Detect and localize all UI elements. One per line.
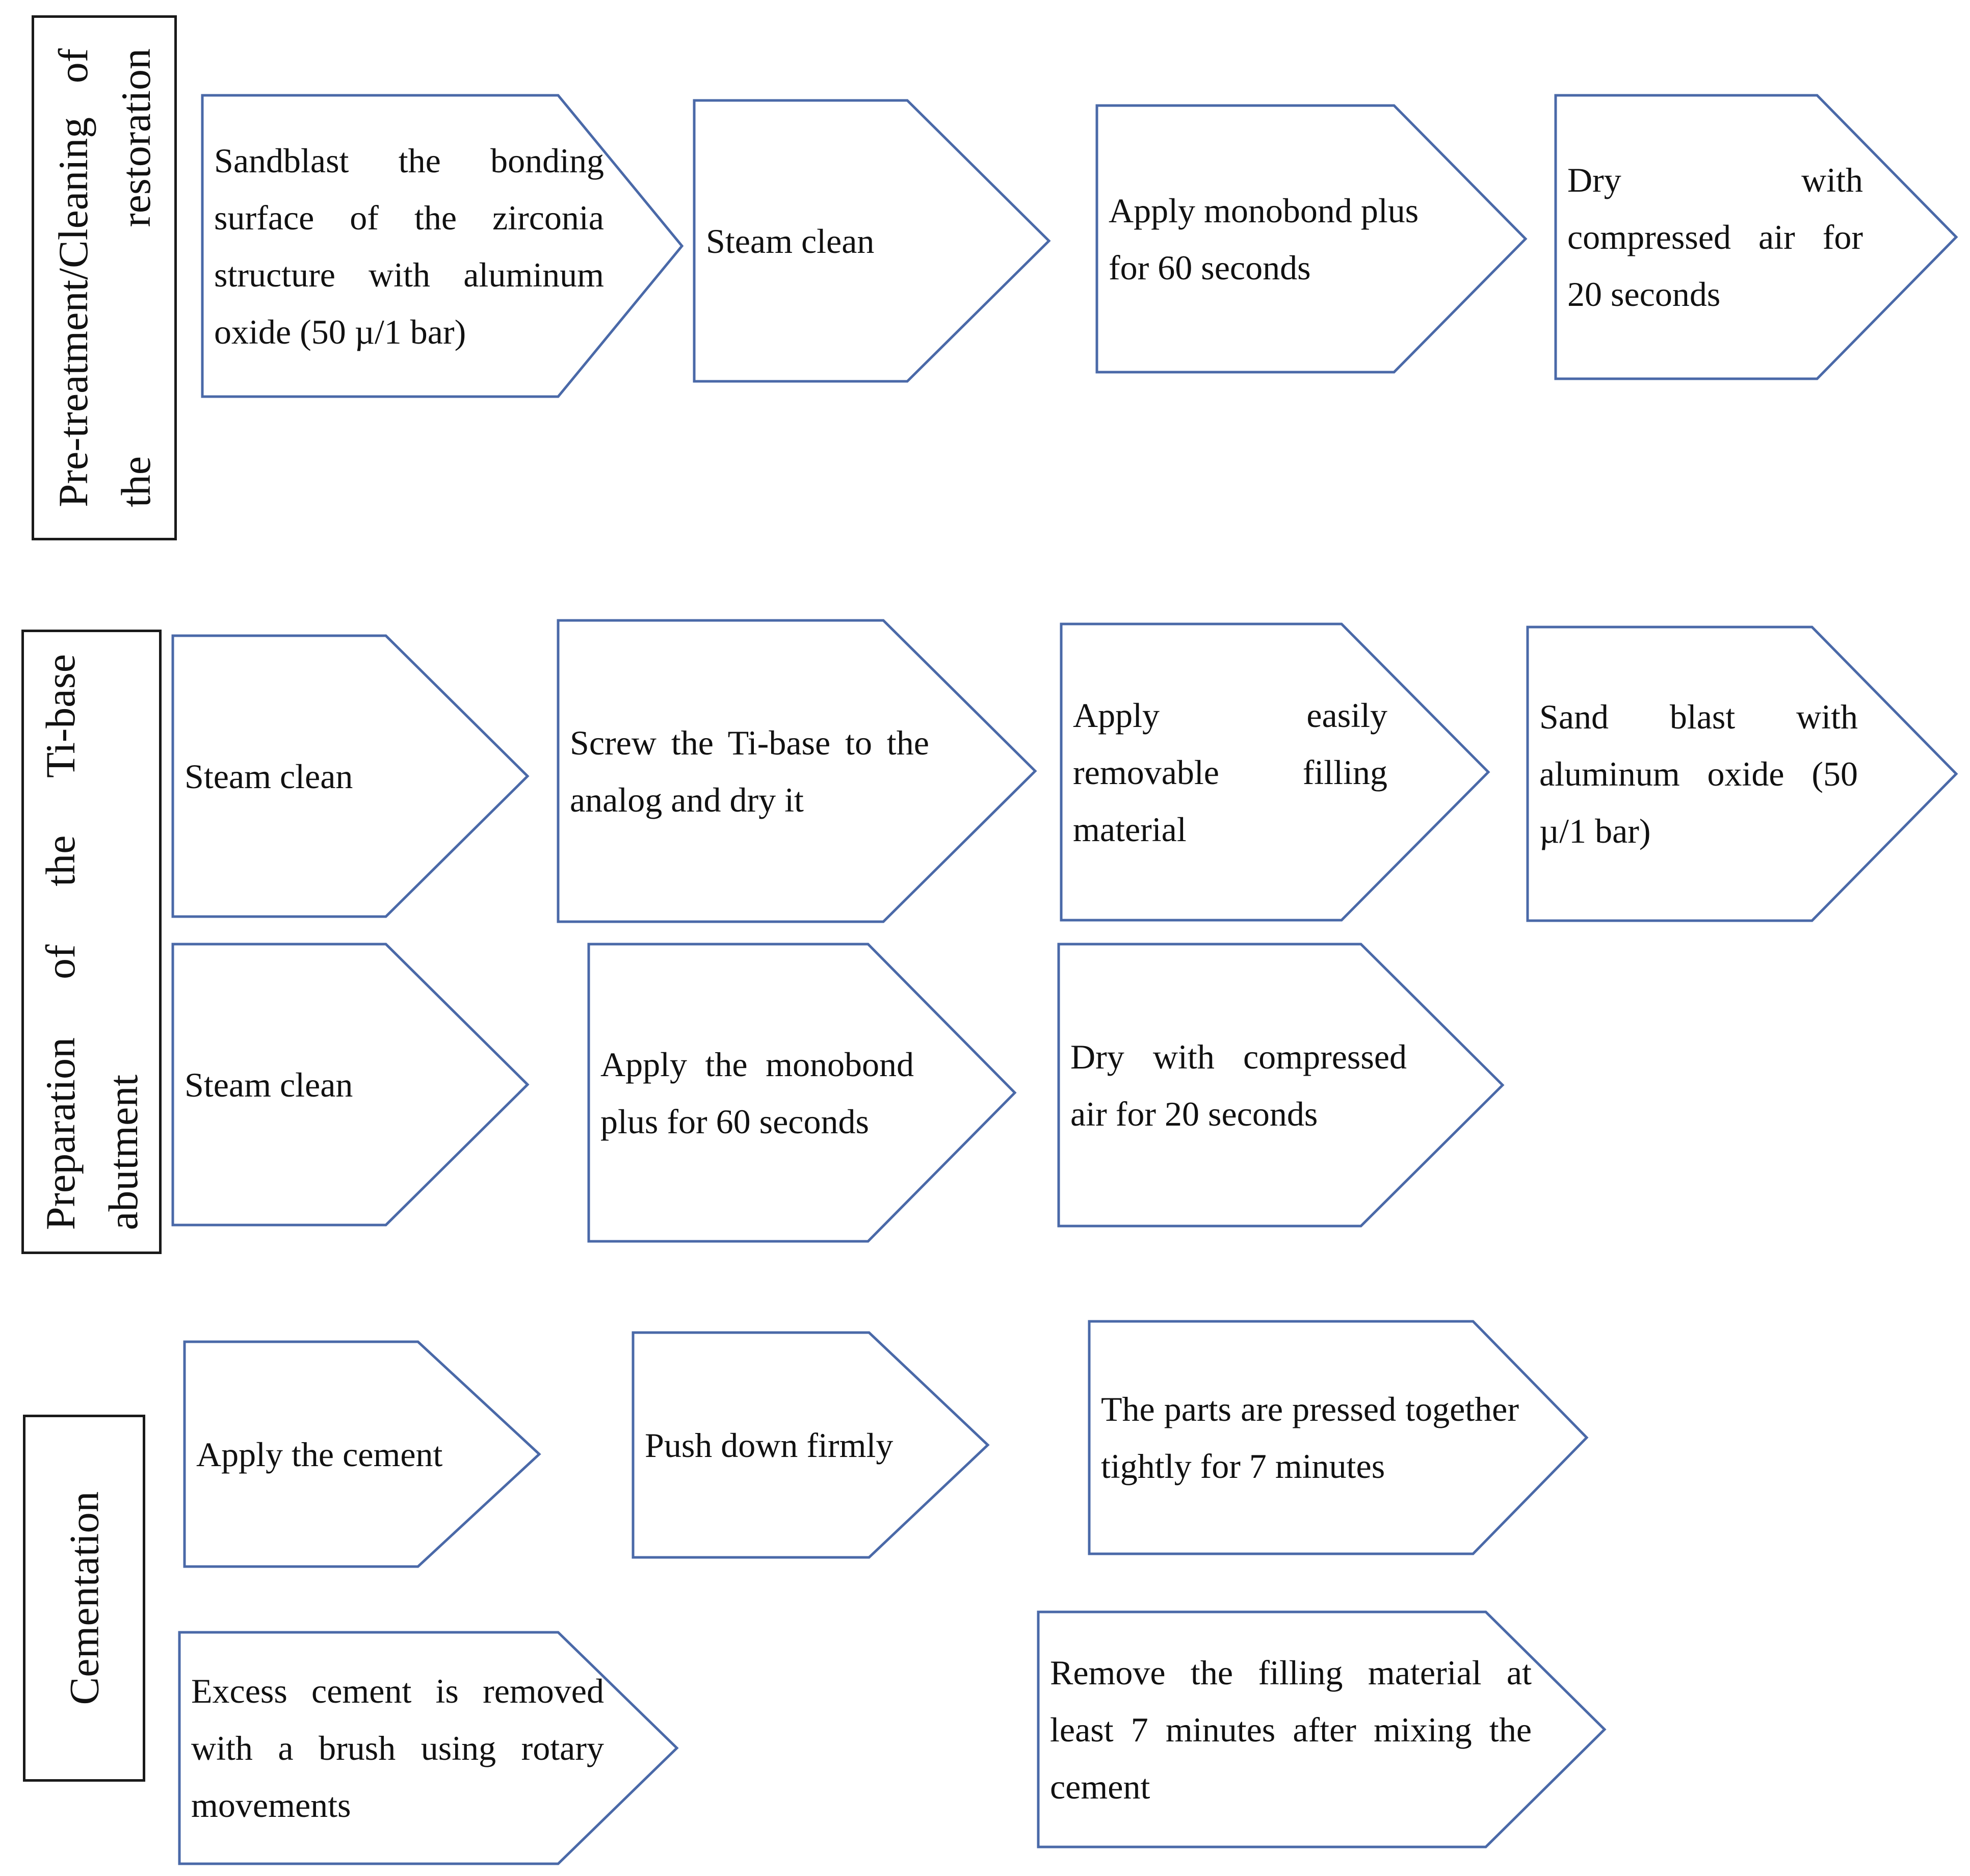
step-arrow-outline: [557, 619, 1037, 923]
step-text: Steam clean: [185, 1065, 353, 1104]
step-text: Dry with compressed air for 20 seconds: [1070, 1037, 1407, 1133]
step-text: Push down firmly: [645, 1425, 894, 1465]
step-arrow-outline: [171, 634, 530, 918]
section-pretreatment: Pre-treatment/Cleaning of the restoratio…: [32, 15, 177, 540]
step-text: Excess cement is removed with a brush us…: [191, 1672, 604, 1825]
step-arrow-outline: [1088, 1320, 1589, 1555]
step-arrow-outline: [1095, 104, 1528, 374]
step-text: Steam clean: [185, 757, 353, 796]
step-screw-tibase: Screw the Ti-base to the analog and dry …: [557, 619, 1037, 923]
step-arrow-shape: [587, 943, 1017, 1243]
step-sandblast-zirconia: Sandblast the bonding surface of the zir…: [201, 94, 684, 398]
step-arrow-outline: [1554, 94, 1958, 380]
section-tibase-preparation: Preparation of the Ti-base abutment: [21, 630, 162, 1254]
step-text: Sand blast with aluminum oxide (50 µ/1 b…: [1539, 697, 1858, 850]
step-text: Apply monobond plus for 60 seconds: [1109, 191, 1419, 287]
step-steam-clean-tibase-2: Steam clean: [171, 943, 530, 1227]
step-arrow-shape: [183, 1340, 541, 1568]
section-label-cementation: Cementation: [61, 1491, 108, 1705]
step-arrow-shape: [178, 1631, 679, 1865]
step-press-parts: The parts are pressed together tightly f…: [1088, 1320, 1589, 1555]
step-remove-excess-cement: Excess cement is removed with a brush us…: [178, 1631, 679, 1865]
step-apply-filling-material: Apply easily removable filling material: [1060, 622, 1490, 922]
step-arrow-shape: [632, 1331, 990, 1559]
step-text: Apply the cement: [196, 1435, 443, 1474]
step-arrow-shape: [1037, 1610, 1607, 1848]
step-arrow-outline: [1057, 943, 1505, 1228]
step-sand-blast-tibase: Sand blast with aluminum oxide (50 µ/1 b…: [1526, 626, 1958, 922]
step-arrow-shape: [201, 94, 684, 398]
step-arrow-outline: [1037, 1610, 1607, 1848]
step-arrow-shape: [1095, 104, 1528, 374]
step-arrow-shape: [1526, 626, 1958, 922]
step-arrow-outline: [632, 1331, 990, 1559]
step-arrow-shape: [171, 943, 530, 1227]
step-text: Steam clean: [706, 221, 875, 260]
step-text: The parts are pressed together tightly f…: [1101, 1390, 1519, 1486]
step-text: Apply easily removable filling material: [1073, 695, 1387, 849]
step-arrow-shape: [557, 619, 1037, 923]
step-apply-monobond-tibase: Apply the monobond plus for 60 seconds: [587, 943, 1017, 1243]
step-arrow-outline: [183, 1340, 541, 1568]
step-arrow-shape: [171, 634, 530, 918]
step-arrow-outline: [693, 99, 1051, 383]
step-text: Screw the Ti-base to the analog and dry …: [570, 723, 929, 819]
step-arrow-shape: [693, 99, 1051, 383]
section-label-tibase: Preparation of the Ti-base abutment: [37, 654, 146, 1230]
step-arrow-shape: [1088, 1320, 1589, 1555]
step-dry-air-tibase: Dry with compressed air for 20 seconds: [1057, 943, 1505, 1228]
step-apply-cement: Apply the cement: [183, 1340, 541, 1568]
step-arrow-outline: [201, 94, 684, 398]
step-arrow-outline: [1060, 622, 1490, 922]
step-arrow-outline: [171, 943, 530, 1227]
step-arrow-outline: [1526, 626, 1958, 922]
step-push-down: Push down firmly: [632, 1331, 990, 1559]
step-text: Remove the filling material at least 7 m…: [1050, 1653, 1532, 1806]
step-arrow-outline: [587, 943, 1017, 1243]
step-text: Dry with compressed air for 20 seconds: [1567, 161, 1863, 314]
step-arrow-outline: [178, 1631, 679, 1865]
step-arrow-shape: [1057, 943, 1505, 1228]
step-text: Sandblast the bonding surface of the zir…: [214, 141, 604, 351]
step-arrow-shape: [1554, 94, 1958, 380]
section-cementation: Cementation: [23, 1415, 145, 1782]
step-remove-filling-material: Remove the filling material at least 7 m…: [1037, 1610, 1607, 1848]
section-label-pretreatment: Pre-treatment/Cleaning of the restoratio…: [49, 48, 159, 507]
step-text: Apply the monobond plus for 60 seconds: [600, 1045, 914, 1141]
step-arrow-shape: [1060, 622, 1490, 922]
step-apply-monobond-restoration: Apply monobond plus for 60 seconds: [1095, 104, 1528, 374]
step-dry-air-restoration: Dry with compressed air for 20 seconds: [1554, 94, 1958, 380]
step-steam-clean-restoration: Steam clean: [693, 99, 1051, 383]
step-steam-clean-tibase-1: Steam clean: [171, 634, 530, 918]
